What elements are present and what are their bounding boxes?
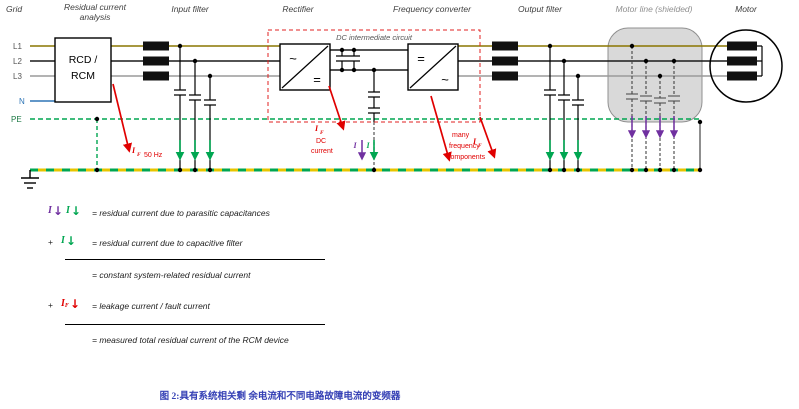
if-sub-3: F (478, 143, 482, 149)
input-filter-capacitors (174, 46, 216, 170)
green-i: I (65, 205, 70, 216)
dc-link-capacitors (336, 50, 380, 170)
freq-label-2: frequency (449, 143, 480, 150)
heading-input-filter: Input filter (171, 4, 209, 14)
motor-line-shield (607, 27, 703, 123)
red-fault-current-icon: I F ↓ (61, 298, 80, 310)
legend-sum-line-2 (65, 324, 325, 326)
input-filter-inductors (143, 41, 169, 81)
legend-row-parasitic: I ↓ I ↓ = residual current due to parasi… (48, 205, 378, 219)
legend-sum-line-1 (65, 259, 325, 261)
fault-arrow-50hz (112, 83, 133, 153)
label-l3: L3 (13, 72, 22, 81)
output-filter-capacitors (544, 46, 584, 170)
heading-rectifier: Rectifier (282, 4, 314, 14)
circuit-diagram: RCD / RCM ~ = = ~ DC intermediate circui… (6, 2, 783, 189)
red-down-arrow-icon: ↓ (69, 297, 80, 312)
legend-text-constant: = constant system-related residual curre… (92, 270, 251, 281)
freq-label-3: components (447, 154, 486, 161)
heading-residual-analysis-1: Residual current (64, 2, 127, 12)
heading-output-filter: Output filter (518, 4, 563, 14)
rectifier-dc-symbol: = (313, 72, 321, 87)
legend-text-leakage: = leakage current / fault current (92, 301, 210, 312)
rcd-label-line1: RCD / (69, 54, 98, 66)
fault-arrow-output (479, 116, 497, 159)
inverter-ac-symbol: ~ (441, 72, 449, 87)
if-sub-2: F (320, 130, 324, 136)
i-purple-label: I (352, 141, 357, 150)
legend-text-capacitive: = residual current due to capacitive fil… (92, 238, 243, 249)
dc-current-label-1: DC (316, 138, 326, 145)
red-f-subscript: F (64, 303, 69, 310)
heading-frequency-converter: Frequency converter (393, 4, 472, 14)
dc-intermediate-label: DC intermediate circuit (336, 33, 413, 42)
plus-sign: + (48, 300, 53, 311)
legend-row-constant: = constant system-related residual curre… (48, 267, 378, 281)
legend-row-capacitive: + I ↓ = residual current due to capaciti… (48, 235, 378, 249)
motor-star-point (757, 45, 763, 77)
if-label-1: I (131, 146, 136, 155)
output-filter-inductors (492, 41, 518, 81)
dc-intermediate-box: DC intermediate circuit (267, 29, 481, 123)
i-green-label: I (365, 141, 370, 150)
figure-caption: 图 2:具有系统相关剩 余电流和不同电路故障电流的变频器 (159, 392, 401, 402)
label-pe: PE (11, 115, 22, 124)
section-headings: Grid Residual current analysis Input fil… (6, 2, 758, 22)
green-current-icon: I ↓ (61, 235, 76, 247)
freq-label-1: many (452, 132, 470, 139)
label-l2: L2 (13, 57, 22, 66)
plus-sign: + (48, 237, 53, 248)
motor-symbol (709, 29, 783, 103)
parasitic-residual-arrows (357, 116, 679, 161)
ground-bus (21, 168, 700, 189)
fault-current-labels: I F 50 Hz I F DC current many frequency … (131, 124, 486, 161)
label-l1: L1 (13, 42, 22, 51)
if-label-3: I (472, 137, 477, 146)
green-down-arrow-icon: ↓ (70, 204, 81, 218)
legend-row-total: = measured total residual current of the… (48, 332, 378, 346)
heading-motor: Motor (735, 4, 758, 14)
heading-residual-analysis-2: analysis (80, 12, 111, 22)
legend-text-parasitic: = residual current due to parasitic capa… (92, 208, 270, 218)
legend-row-leakage: + I F ↓ = leakage current / fault curren… (48, 298, 378, 312)
earth-symbol (21, 170, 39, 189)
if-label-2: I (314, 124, 319, 133)
inverter-dc-symbol: = (417, 51, 425, 66)
filter-residual-arrows (175, 140, 583, 161)
junction-dots (94, 43, 703, 173)
legend-text-total: = measured total residual current of the… (92, 335, 289, 346)
red-i: I (61, 298, 65, 310)
conductor-labels: L1 L2 L3 N PE (11, 42, 25, 124)
if-sub-1: F (137, 152, 141, 158)
fault-arrow-dc (328, 85, 346, 131)
purple-i: I (48, 205, 52, 216)
dc-current-label-2: current (311, 148, 333, 155)
purple-down-arrow-icon: ↓ (52, 204, 63, 218)
label-n: N (19, 97, 25, 106)
rcd-rcm-box: RCD / RCM (54, 37, 112, 103)
hz-label: 50 Hz (144, 152, 163, 159)
inverter-symbol: = ~ (407, 43, 459, 91)
fault-arrow-frequency (430, 95, 452, 162)
green-down-arrow-icon: ↓ (65, 234, 76, 249)
rectifier-ac-symbol: ~ (289, 51, 297, 66)
legend: I ↓ I ↓ = residual current due to parasi… (48, 205, 378, 346)
fault-current-arrows (112, 83, 497, 162)
rectifier-symbol: ~ = (279, 43, 331, 91)
purple-current-icon: I ↓ (48, 205, 63, 217)
heading-grid: Grid (6, 4, 22, 14)
pe-wires (30, 118, 700, 170)
green-current-icon: I ↓ (66, 205, 81, 217)
green-i: I (61, 235, 65, 247)
rcd-label-line2: RCM (71, 70, 95, 82)
heading-motor-line: Motor line (shielded) (615, 4, 692, 14)
